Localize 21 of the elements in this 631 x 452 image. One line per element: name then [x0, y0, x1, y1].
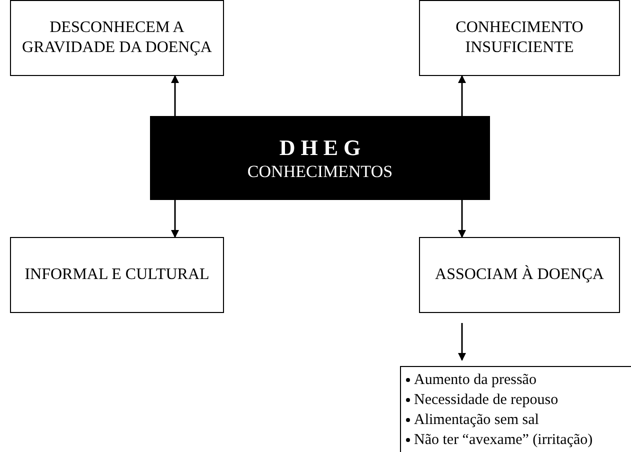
central-box: [150, 116, 490, 200]
box-label: INFORMAL E CULTURAL: [24, 265, 210, 285]
arrow: [458, 200, 466, 238]
bullet-item: Não ter “avexame” (irritação): [414, 431, 593, 450]
arrow: [171, 200, 179, 238]
arrow: [458, 75, 466, 116]
text-box: [419, 0, 620, 76]
bullet-item: Alimentação sem sal: [414, 411, 539, 430]
box-label: DESCONHECEM A GRAVIDADE DA DOENÇA: [21, 18, 213, 58]
bullet-item: Necessidade de repouso: [414, 391, 558, 410]
bullet-item: Aumento da pressão: [414, 371, 536, 390]
box-subtitle: CONHECIMENTOS: [247, 161, 393, 182]
arrow: [171, 75, 179, 116]
box-label: CONHECIMENTO INSUFICIENTE: [454, 18, 584, 58]
text-box: [10, 237, 224, 313]
bullet-list-panel: [400, 366, 631, 452]
box-label: ASSOCIAM À DOENÇA: [435, 265, 604, 285]
text-box: [419, 237, 620, 313]
text-box: [10, 0, 224, 76]
box-title: D H E G: [279, 134, 361, 162]
arrow: [458, 323, 466, 361]
